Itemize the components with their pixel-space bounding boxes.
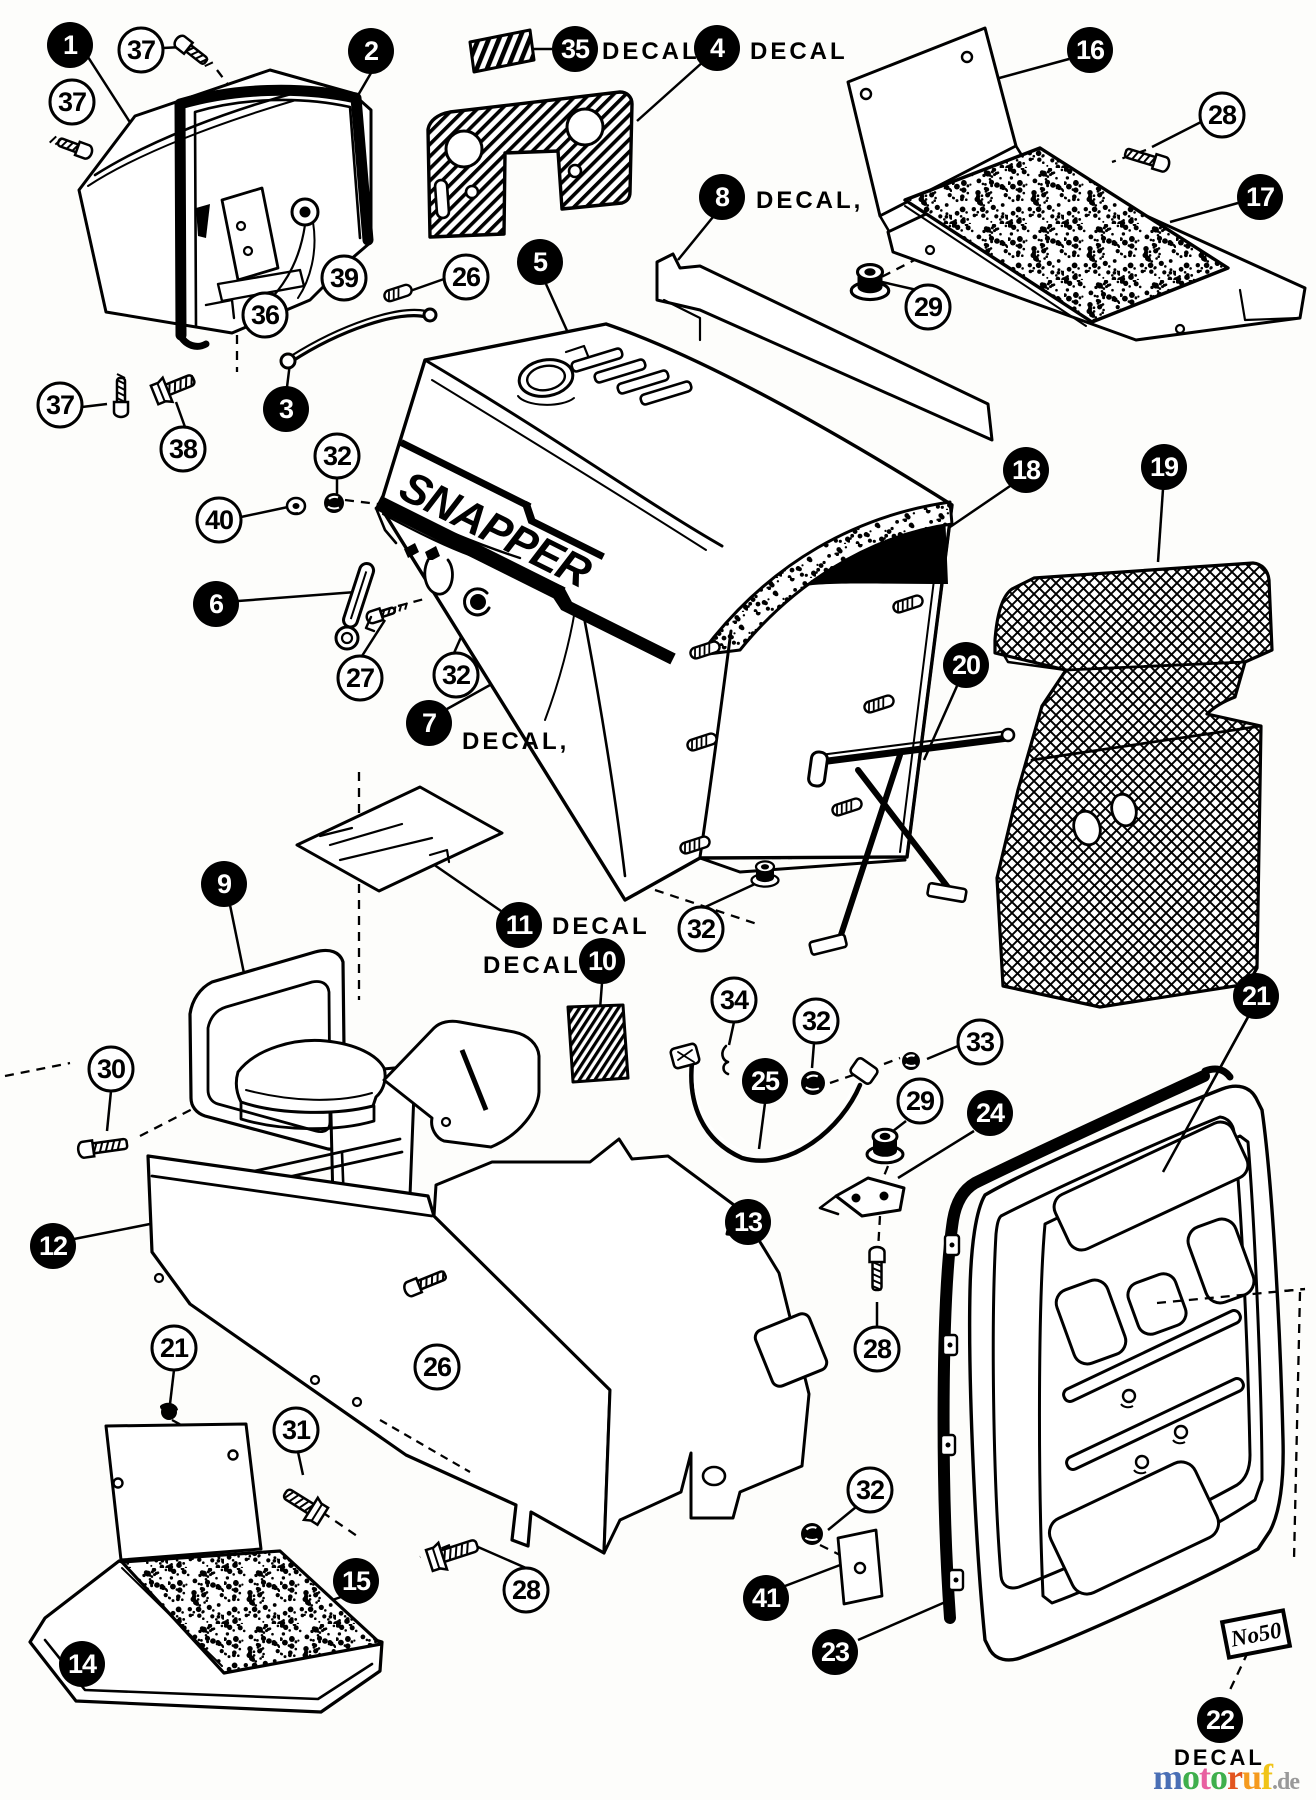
svg-text:37: 37 — [58, 87, 86, 117]
svg-text:37: 37 — [46, 390, 74, 420]
svg-text:27: 27 — [346, 663, 374, 693]
svg-text:25: 25 — [751, 1066, 780, 1096]
svg-text:40: 40 — [205, 505, 233, 535]
svg-text:29: 29 — [906, 1086, 935, 1116]
svg-text:16: 16 — [1076, 35, 1105, 65]
svg-text:22: 22 — [1206, 1705, 1234, 1735]
svg-text:41: 41 — [752, 1583, 781, 1613]
svg-text:39: 39 — [330, 263, 359, 293]
svg-text:28: 28 — [1208, 100, 1237, 130]
svg-text:32: 32 — [856, 1475, 884, 1505]
svg-text:2: 2 — [364, 36, 378, 66]
svg-text:6: 6 — [209, 589, 224, 619]
svg-text:13: 13 — [734, 1207, 763, 1237]
svg-text:28: 28 — [863, 1334, 892, 1364]
svg-text:23: 23 — [821, 1637, 850, 1667]
svg-text:DECAL: DECAL — [602, 38, 700, 65]
svg-text:15: 15 — [342, 1566, 371, 1596]
svg-text:8: 8 — [715, 182, 730, 212]
svg-text:38: 38 — [169, 434, 198, 464]
svg-text:18: 18 — [1012, 455, 1041, 485]
svg-text:3: 3 — [279, 394, 294, 424]
svg-text:32: 32 — [802, 1006, 830, 1036]
svg-text:14: 14 — [68, 1649, 97, 1679]
svg-text:DECAL: DECAL — [1174, 1745, 1265, 1770]
svg-text:DECAL: DECAL — [552, 913, 650, 940]
svg-text:37: 37 — [127, 35, 155, 65]
svg-text:4: 4 — [710, 33, 725, 63]
svg-text:36: 36 — [251, 300, 280, 330]
svg-text:9: 9 — [217, 869, 232, 899]
svg-text:26: 26 — [423, 1352, 452, 1382]
svg-text:motoruf.de: motoruf.de — [1153, 1757, 1300, 1797]
svg-text:19: 19 — [1150, 452, 1179, 482]
svg-text:DECAL: DECAL — [483, 952, 581, 979]
svg-text:32: 32 — [442, 660, 470, 690]
svg-text:17: 17 — [1246, 182, 1274, 212]
svg-text:30: 30 — [97, 1054, 125, 1084]
svg-text:DECAL,: DECAL, — [462, 728, 569, 755]
svg-text:34: 34 — [720, 985, 749, 1015]
svg-text:26: 26 — [452, 262, 481, 292]
svg-text:29: 29 — [914, 292, 943, 322]
svg-text:5: 5 — [533, 247, 548, 277]
svg-text:31: 31 — [282, 1415, 311, 1445]
svg-text:33: 33 — [966, 1027, 995, 1057]
svg-text:35: 35 — [561, 34, 590, 64]
svg-text:DECAL,: DECAL, — [756, 187, 863, 214]
svg-text:32: 32 — [323, 441, 351, 471]
svg-text:24: 24 — [976, 1098, 1005, 1128]
svg-text:12: 12 — [39, 1231, 67, 1261]
svg-text:1: 1 — [63, 30, 78, 60]
svg-text:11: 11 — [506, 910, 534, 940]
svg-text:7: 7 — [422, 708, 436, 738]
svg-text:20: 20 — [952, 650, 980, 680]
svg-text:DECAL: DECAL — [750, 38, 848, 65]
svg-text:10: 10 — [588, 946, 616, 976]
svg-text:21: 21 — [1242, 981, 1271, 1011]
svg-text:28: 28 — [512, 1575, 541, 1605]
svg-text:32: 32 — [687, 914, 715, 944]
svg-text:21: 21 — [160, 1333, 189, 1363]
